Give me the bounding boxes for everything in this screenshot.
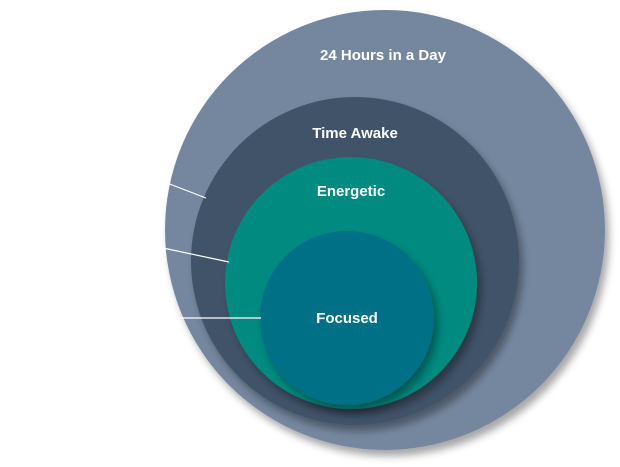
connector-line-energetic [162, 247, 230, 263]
label-awake: Time Awake [312, 125, 398, 142]
connector-line-awake [166, 182, 207, 199]
label-day: 24 Hours in a Day [320, 47, 447, 64]
label-focused: Focused [316, 310, 378, 327]
ring-focused [260, 231, 434, 405]
label-energetic: Energetic [317, 183, 385, 200]
